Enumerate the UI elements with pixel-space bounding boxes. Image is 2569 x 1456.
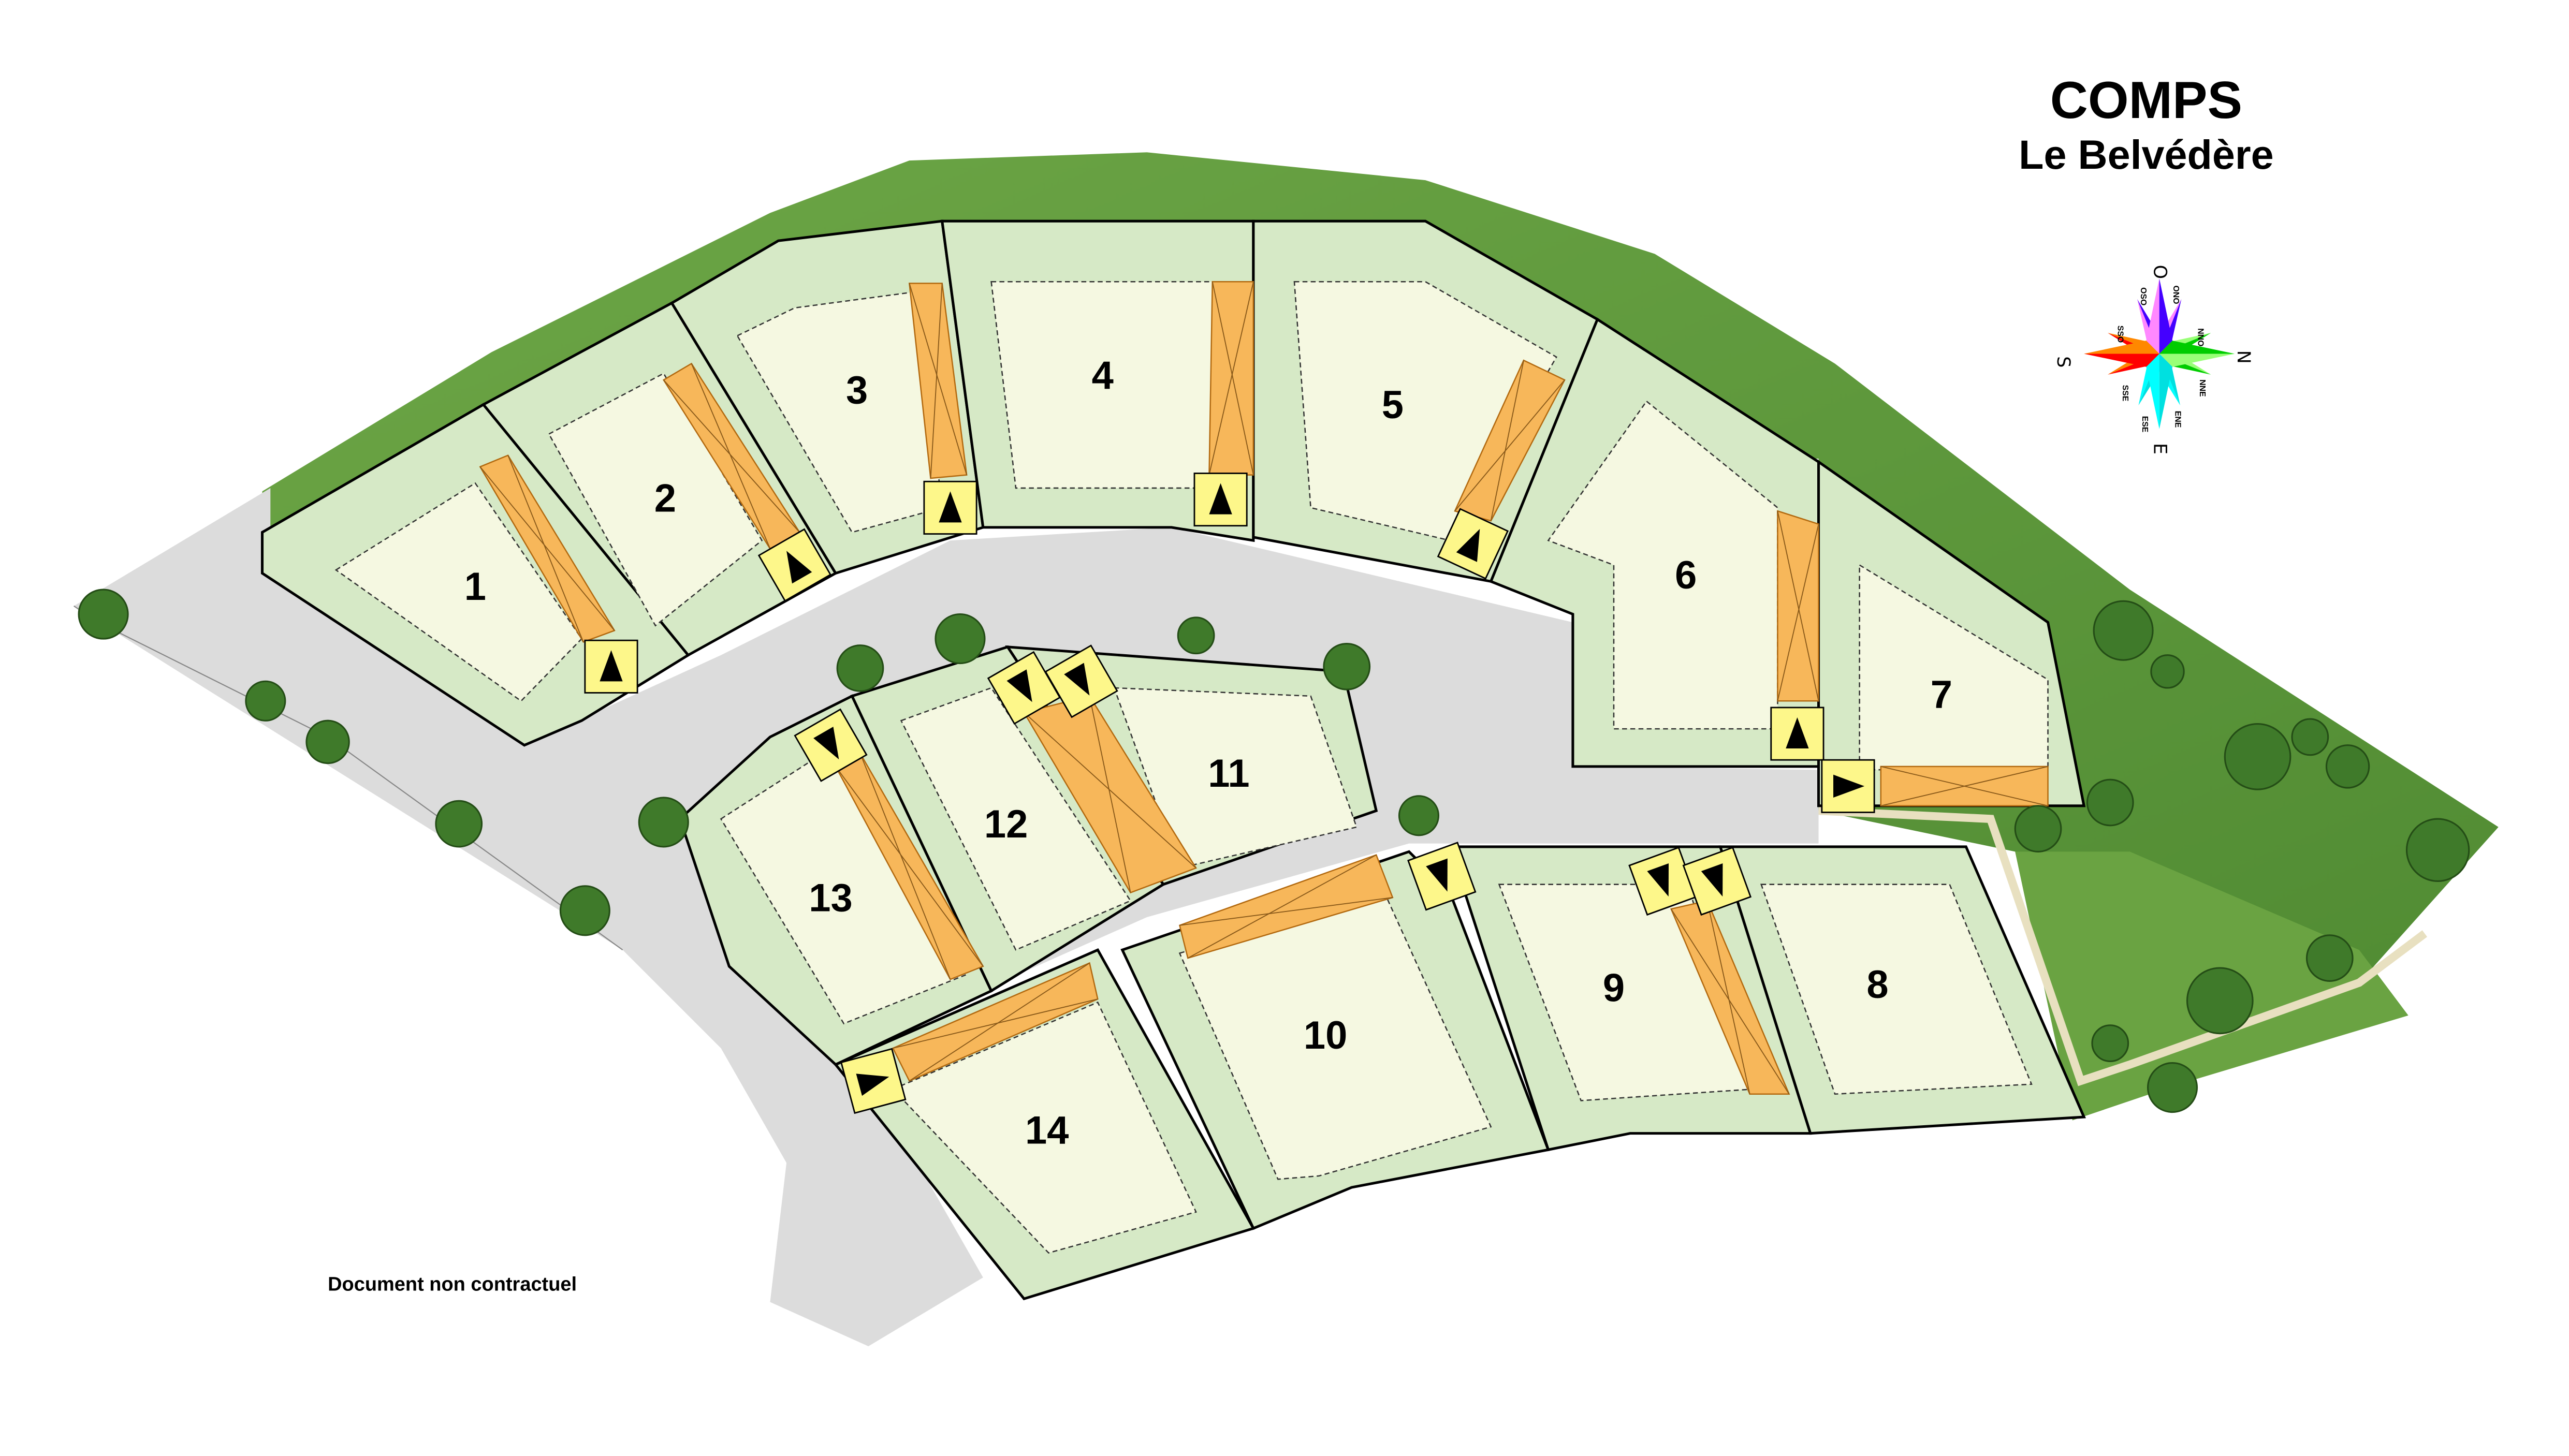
tree-icon <box>435 800 483 848</box>
entrance-arrow-icon <box>1821 759 1875 813</box>
garage-area <box>908 283 968 479</box>
tree-icon <box>2093 600 2154 661</box>
garage-area <box>1670 900 1790 1095</box>
tree-icon <box>2091 1024 2129 1063</box>
tree-icon <box>2325 744 2370 789</box>
tree-icon <box>1323 642 1371 690</box>
garage-area <box>1880 766 2049 807</box>
lot-number-12: 12 <box>984 802 1028 846</box>
lot-number-6: 6 <box>1675 553 1697 597</box>
lot-number-10: 10 <box>1304 1013 1347 1057</box>
entrance-arrow-icon <box>757 528 831 602</box>
tree-icon <box>78 589 129 640</box>
garage-area <box>1454 359 1566 522</box>
entrance-arrow-icon <box>584 639 638 694</box>
compass-label-o: O <box>2150 265 2170 279</box>
tree-icon <box>2014 805 2062 852</box>
tree-icon <box>638 797 689 848</box>
garages <box>479 281 2049 1095</box>
lot-4[interactable] <box>940 219 1255 542</box>
tree-icon <box>2086 778 2134 827</box>
tree-icon <box>2186 967 2254 1035</box>
tree-icon <box>836 644 884 692</box>
compass-label-ese: ESE <box>2140 416 2149 433</box>
lot-number-3: 3 <box>846 368 868 412</box>
compass-label-sso: SSO <box>2116 326 2125 343</box>
lot-number-2: 2 <box>654 476 676 520</box>
lot-6[interactable] <box>1489 317 1820 768</box>
entrance-arrow-icon <box>923 480 977 535</box>
entrance-arrow-icon <box>1682 846 1752 916</box>
lot-number-5: 5 <box>1382 383 1404 427</box>
entrance-arrow-icon <box>840 1048 907 1114</box>
garage-area <box>892 962 1099 1082</box>
tree-icon <box>2147 1062 2198 1113</box>
lot-numbers: 1 2 3 4 5 6 7 8 9 10 11 12 13 14 <box>464 354 1952 1153</box>
garage-area <box>479 454 616 643</box>
page-subtitle: Le Belvédère <box>2019 131 2273 178</box>
garage-area <box>1777 510 1819 702</box>
tree-icon <box>2224 723 2291 790</box>
lots <box>260 219 2086 1301</box>
compass-label-ene: ENE <box>2173 411 2182 428</box>
trees <box>78 589 2470 1113</box>
tree-icon <box>1177 616 1215 655</box>
garage-area <box>662 362 801 550</box>
tree-icon <box>2405 818 2470 882</box>
lot-13[interactable] <box>678 694 993 1066</box>
lot-number-11: 11 <box>1208 752 1249 796</box>
compass-label-nne: NNE <box>2198 379 2207 396</box>
tree-icon <box>245 680 286 722</box>
tree-icon <box>559 885 610 936</box>
tree-icon <box>2305 934 2354 982</box>
compass-rose-icon: O N E S OSO ONO SSO NNO SSE NNE ESE ENE <box>2053 265 2254 454</box>
lot-8[interactable] <box>1718 845 2086 1135</box>
entrance-arrow-icon <box>1770 707 1824 761</box>
lot-11[interactable] <box>1005 645 1378 886</box>
entrances <box>584 473 1875 1114</box>
tree-icon <box>935 613 986 665</box>
lot-number-8: 8 <box>1866 963 1888 1007</box>
lot-number-9: 9 <box>1603 966 1625 1010</box>
page-title: COMPS <box>2050 71 2242 129</box>
compass-label-nno: NNO <box>2196 328 2205 346</box>
lot-number-7: 7 <box>1931 673 1952 717</box>
entrance-arrow-icon <box>794 708 868 782</box>
compass-label-sse: SSE <box>2121 385 2129 402</box>
tree-icon <box>305 719 350 764</box>
garage-area <box>1208 281 1254 476</box>
compass-label-e: E <box>2150 443 2170 454</box>
lot-number-4: 4 <box>1092 354 1114 398</box>
entrance-arrow-icon <box>1407 842 1477 911</box>
lot-number-14: 14 <box>1025 1109 1069 1153</box>
lot-number-13: 13 <box>809 876 852 920</box>
tree-icon <box>2150 654 2185 689</box>
compass-label-s: S <box>2053 356 2074 367</box>
tree-icon <box>1398 795 1440 836</box>
garage-area <box>1178 854 1394 959</box>
entrance-arrow-icon <box>987 651 1061 725</box>
compass-label-n: N <box>2233 350 2254 364</box>
compass-label-ono: ONO <box>2171 286 2180 304</box>
lot-number-1: 1 <box>464 565 486 609</box>
disclaimer: Document non contractuel <box>328 1273 577 1295</box>
lot-5[interactable] <box>1252 219 1599 583</box>
entrance-arrow-icon <box>1628 846 1698 916</box>
compass-label-oso: OSO <box>2139 287 2148 305</box>
entrance-arrow-icon <box>1437 508 1509 580</box>
tree-icon <box>2291 718 2329 756</box>
entrance-arrow-icon <box>1193 473 1248 527</box>
